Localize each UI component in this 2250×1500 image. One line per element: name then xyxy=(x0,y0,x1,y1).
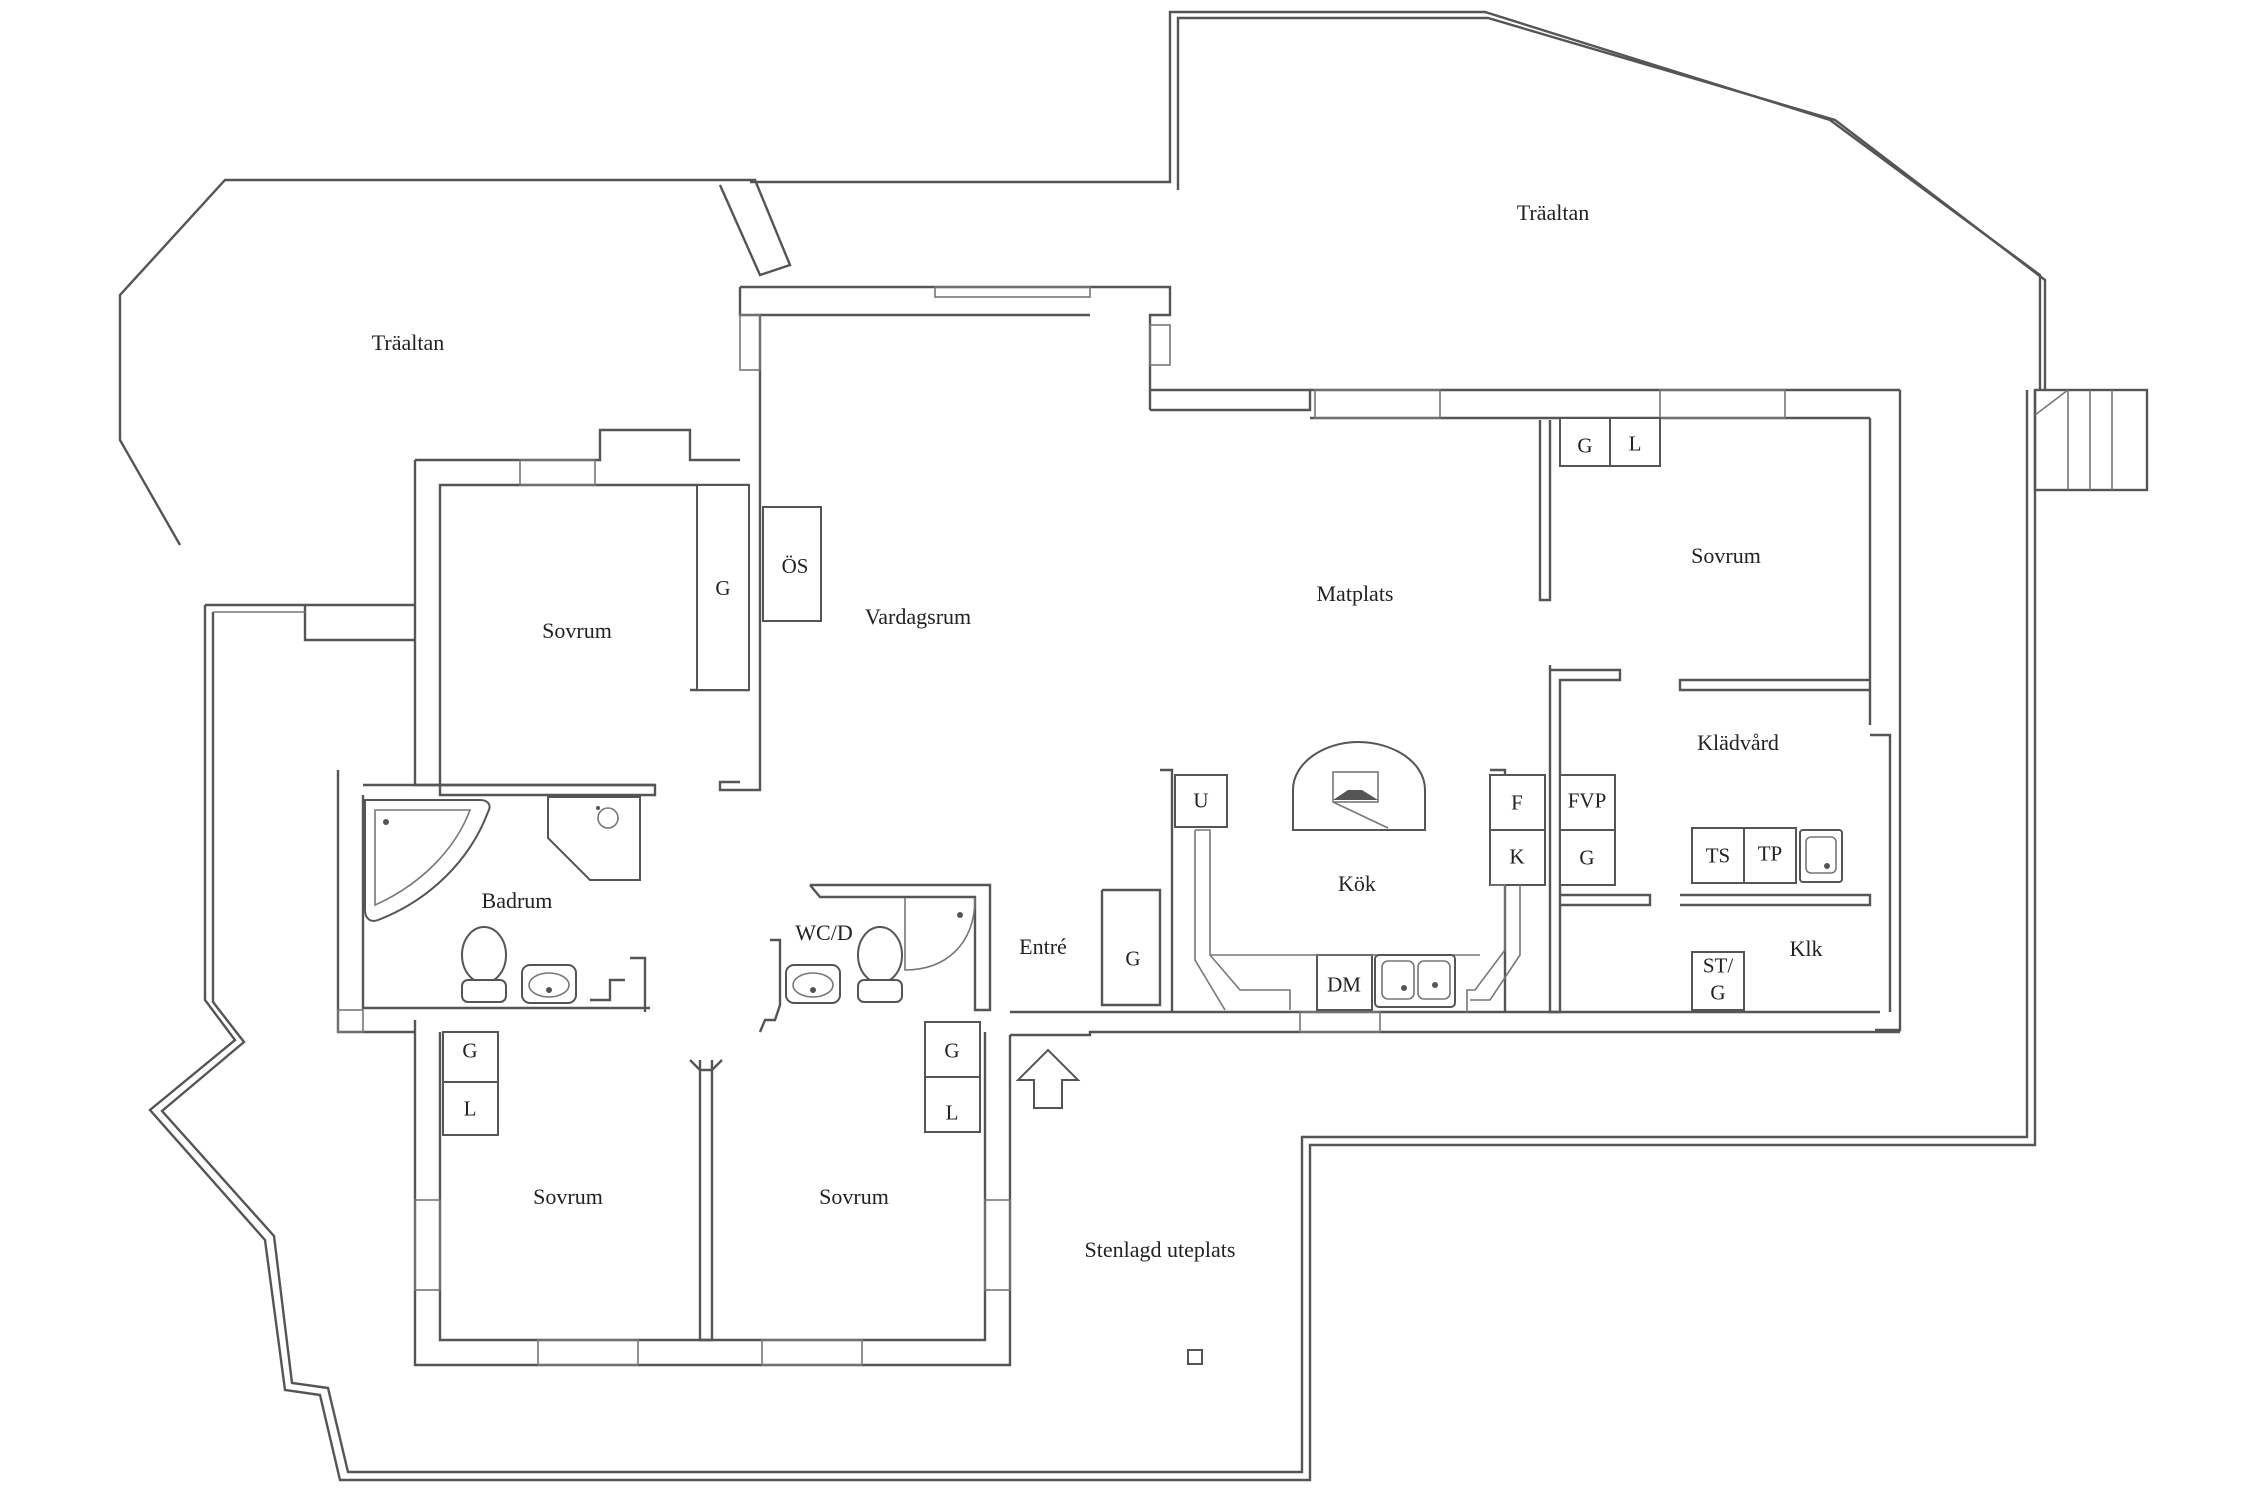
marker-g-sovrum4: G xyxy=(1577,433,1592,457)
label-klk: Klk xyxy=(1790,936,1823,961)
entrance-arrow-icon xyxy=(1015,1048,1081,1109)
room-labels: Träaltan Träaltan Sovrum Vardagsrum Matp… xyxy=(372,200,1823,1262)
label-matplats: Matplats xyxy=(1317,581,1394,606)
label-entre: Entré xyxy=(1019,934,1067,959)
post-marker xyxy=(1187,1349,1203,1365)
kitchen-sink-icon xyxy=(1374,954,1456,1008)
marker-l-sovrum2: L xyxy=(464,1096,477,1120)
bathtub-icon xyxy=(364,799,491,922)
label-traaltan-left: Träaltan xyxy=(372,330,445,355)
sink-icon-badrum xyxy=(521,964,577,1004)
marker-g-sovrum3: G xyxy=(944,1038,959,1062)
marker-dm: DM xyxy=(1327,972,1361,996)
label-kladvard: Klädvård xyxy=(1697,730,1779,755)
marker-g-sovrum1: G xyxy=(715,576,730,600)
marker-tp: TP xyxy=(1758,841,1783,865)
shower-icon-wc xyxy=(904,897,976,971)
label-traaltan-top: Träaltan xyxy=(1517,200,1590,225)
marker-g-kladvard: G xyxy=(1579,845,1594,869)
label-stenlagd-uteplats: Stenlagd uteplats xyxy=(1085,1237,1236,1262)
marker-os: ÖS xyxy=(782,554,809,578)
marker-l-sovrum3: L xyxy=(946,1100,959,1124)
marker-st-g: G xyxy=(1710,980,1725,1004)
marker-fvp: FVP xyxy=(1568,788,1607,812)
marker-k: K xyxy=(1509,844,1524,868)
windows xyxy=(337,286,1786,1366)
label-badrum: Badrum xyxy=(482,888,553,913)
label-sovrum-4: Sovrum xyxy=(1691,543,1761,568)
marker-u: U xyxy=(1193,788,1208,812)
marker-ts: TS xyxy=(1706,843,1731,867)
label-wcd: WC/D xyxy=(795,920,852,945)
interior-walls xyxy=(363,420,1892,1072)
marker-g-entre: G xyxy=(1125,946,1140,970)
toilet-icon-wc xyxy=(857,926,903,1003)
stairs xyxy=(2033,388,2149,492)
label-sovrum-2: Sovrum xyxy=(533,1184,603,1209)
toilet-icon-badrum xyxy=(461,926,507,1003)
marker-l-sovrum4: L xyxy=(1629,431,1642,455)
sink-icon-wc xyxy=(785,964,841,1004)
marker-f: F xyxy=(1511,790,1523,814)
label-sovrum-1: Sovrum xyxy=(542,618,612,643)
kitchen-counter xyxy=(1194,829,1521,1012)
fixtures xyxy=(364,740,1843,1365)
stove-hood-icon xyxy=(1292,740,1426,831)
outer-deck-and-terrace-outline xyxy=(118,10,2047,1482)
shower-icon xyxy=(547,796,641,881)
label-kok: Kök xyxy=(1338,871,1376,896)
label-vardagsrum: Vardagsrum xyxy=(865,604,971,629)
label-sovrum-3: Sovrum xyxy=(819,1184,889,1209)
marker-st: ST/ xyxy=(1703,953,1734,977)
marker-g-sovrum2: G xyxy=(462,1038,477,1062)
closets-and-markers: ÖS G G L G L G L G U F K FVP G TS xyxy=(442,417,1797,1136)
laundry-sink-icon xyxy=(1799,829,1843,883)
